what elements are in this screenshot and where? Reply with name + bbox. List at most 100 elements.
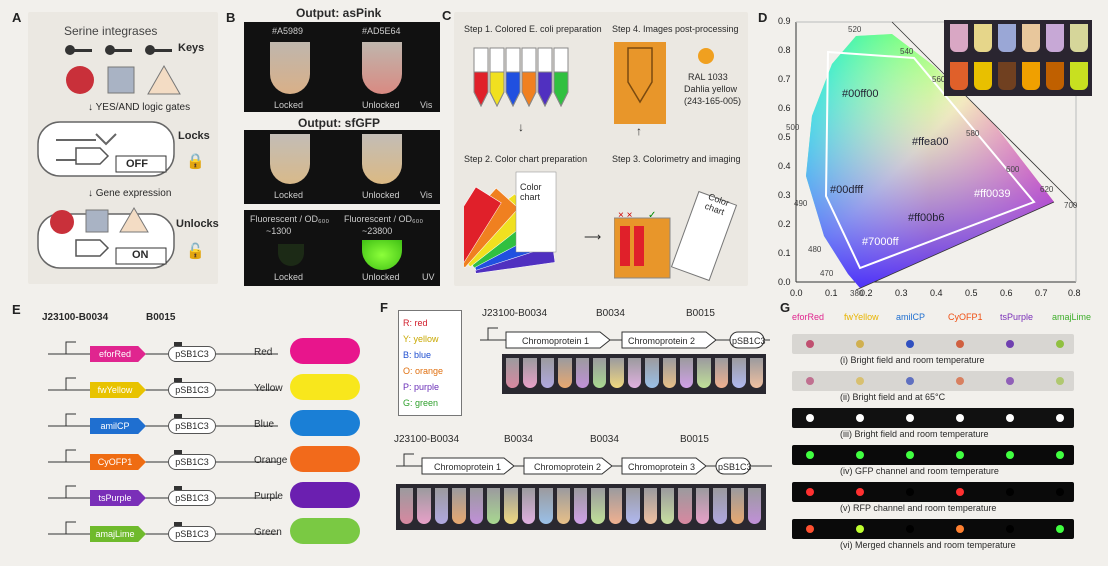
panel-d-label: D <box>758 10 768 25</box>
gene-block: tsPurple <box>90 490 146 506</box>
f-backbone-top: pSB1C3 <box>732 336 766 346</box>
tube-locked-gfp <box>270 134 310 184</box>
e-promoter-label: J23100-B0034 <box>42 312 109 323</box>
step2-label: Step 2. Color chart preparation <box>464 154 588 164</box>
svg-text:540: 540 <box>900 47 914 56</box>
svg-text:✓: ✓ <box>648 210 656 221</box>
color-name: Yellow <box>254 383 283 394</box>
panel-b: B Output: asPink #A5989 #AD5E64 Locked U… <box>226 6 444 288</box>
sample-tube <box>556 488 570 524</box>
f-tubes-top <box>502 354 766 394</box>
uv-photo: Fluorescent / OD₆₀₀ ~1300 Fluorescent / … <box>244 210 440 286</box>
sample-tube <box>417 488 431 524</box>
svg-text:380: 380 <box>850 289 864 298</box>
svg-text:620: 620 <box>1040 185 1054 194</box>
color-fan <box>464 171 557 274</box>
g-strip-caption: (ii) Bright field and at 65°C <box>840 392 946 402</box>
sample-tube <box>487 488 501 524</box>
panel-a-label: A <box>12 10 22 25</box>
color-swatch <box>290 338 360 364</box>
svg-text:580: 580 <box>966 129 980 138</box>
svg-text:700: 700 <box>1064 201 1078 210</box>
g-image-strip <box>792 408 1074 428</box>
sample-tube <box>469 488 483 524</box>
sample-tube <box>626 488 640 524</box>
svg-text:0.1: 0.1 <box>778 248 791 258</box>
sample-tube <box>749 358 763 388</box>
unlocks-circuit <box>37 207 175 269</box>
g-sample-spot <box>856 377 864 385</box>
sfgfp-photo: Locked Unlocked Vis <box>244 130 440 204</box>
g-image-strip <box>792 445 1074 465</box>
g-sample-spot <box>956 451 964 459</box>
tube-unlocked-pink <box>362 42 402 94</box>
g-strip-caption: (iv) GFP channel and room temperature <box>840 466 999 476</box>
sfgfp-title: Output: sfGFP <box>298 116 380 130</box>
g-sample-spot <box>806 525 814 533</box>
uv-label: UV <box>422 272 435 282</box>
g-sample-spot <box>856 488 864 496</box>
protein-legend-item: eforRed <box>792 312 825 322</box>
panel-a-title: Serine integrases <box>64 24 158 38</box>
arrow-down-1: ↓ <box>518 120 524 134</box>
g-strip-caption: (iii) Bright field and room temperature <box>840 429 989 439</box>
g-sample-spot <box>1056 414 1064 422</box>
g-sample-spot <box>956 525 964 533</box>
gene-block: amajLime <box>90 526 146 542</box>
sample-tube <box>575 358 589 388</box>
svg-text:0.4: 0.4 <box>930 288 943 298</box>
g-sample-spot <box>1006 340 1014 348</box>
f-promoter-bottom: J23100-B0034 <box>394 434 460 445</box>
g-sample-spot <box>956 414 964 422</box>
protein-legend-item: amajLime <box>1052 312 1092 322</box>
sample-tube <box>662 358 676 388</box>
post-processing-graphic <box>614 42 714 124</box>
sample-tube <box>732 358 746 388</box>
svg-text:0.6: 0.6 <box>1000 288 1013 298</box>
panel-b-label: B <box>226 10 236 25</box>
svg-text:0.3: 0.3 <box>895 288 908 298</box>
svg-text:0.1: 0.1 <box>825 288 838 298</box>
legend-entry: Y: yellow <box>403 334 439 344</box>
colored-tubes <box>473 47 569 108</box>
vis-label-2: Vis <box>420 190 433 200</box>
svg-text:0.8: 0.8 <box>778 45 791 55</box>
g-sample-spot <box>856 414 864 422</box>
key-icons <box>65 45 172 55</box>
g-sample-spot <box>806 451 814 459</box>
color-name: Purple <box>254 491 283 502</box>
f-rbs-top: B0034 <box>596 308 625 319</box>
ral-rgb: (243-165-005) <box>684 96 742 106</box>
g-sample-spot <box>956 377 964 385</box>
hex-label-1: #A5989 <box>272 26 304 36</box>
f-rbs-bottom-1: B0034 <box>504 434 533 445</box>
svg-text:490: 490 <box>794 199 808 208</box>
promoter-arrow-icon <box>48 449 278 463</box>
fluor-right-value: ~23800 <box>362 226 393 236</box>
f-backbone-bottom: pSB1C3 <box>718 462 752 472</box>
sample-tube <box>661 488 675 524</box>
color-label-5: #ff00b6 <box>908 212 945 224</box>
svg-text:500: 500 <box>786 123 800 132</box>
svg-text:0.5: 0.5 <box>965 288 978 298</box>
g-sample-spot <box>856 525 864 533</box>
color-swatch <box>290 410 360 436</box>
svg-text:520: 520 <box>848 25 862 34</box>
sample-tube <box>730 488 744 524</box>
unlocked-label-3: Unlocked <box>362 272 400 282</box>
sample-tube <box>523 358 537 388</box>
f-chromo1-bottom: Chromoprotein 1 <box>434 462 502 472</box>
svg-text:470: 470 <box>820 269 834 278</box>
backbone-label: pSB1C3 <box>168 490 216 506</box>
g-sample-spot <box>806 488 814 496</box>
svg-text:0.3: 0.3 <box>778 190 791 200</box>
g-image-strip <box>792 334 1074 354</box>
sample-tube <box>521 488 536 524</box>
cie-inset-photo <box>944 20 1092 96</box>
promoter-arrow-icon <box>48 521 278 535</box>
color-swatch <box>290 374 360 400</box>
color-name: Green <box>254 527 282 538</box>
f-chromo2-top: Chromoprotein 2 <box>628 336 696 346</box>
